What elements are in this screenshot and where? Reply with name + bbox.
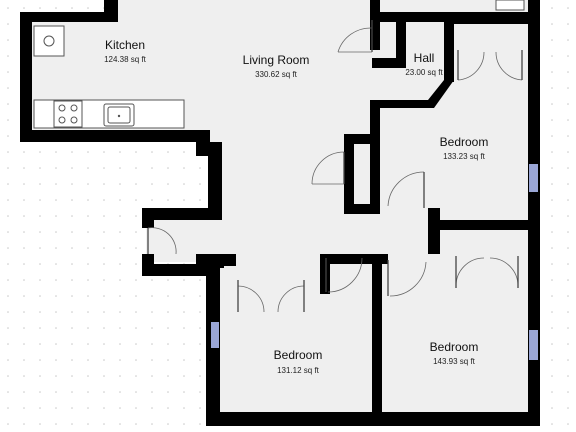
room-area-living: 330.62 sq ft [255,70,298,79]
room-area-bedroom-3: 143.93 sq ft [433,357,476,366]
stove-icon [53,100,83,128]
closet-doors-bedroom1 [457,50,523,81]
room-name-bedroom-2: Bedroom [274,348,323,362]
door-entry [147,227,177,255]
door-hall-living [337,20,373,53]
door-bedroom2 [325,257,363,293]
room-name-living: Living Room [243,53,310,67]
room-labels: Kitchen 124.38 sq ft Living Room 330.62 … [104,38,488,375]
washer-icon [33,25,65,57]
closet-doors-bedroom2 [237,280,305,313]
appliance-top-right [495,0,525,11]
kitchen-fixtures [33,25,185,129]
room-name-bedroom-3: Bedroom [430,340,479,354]
room-area-hall: 23.00 sq ft [405,68,443,77]
room-name-hall: Hall [414,51,435,65]
door-living-closet [311,151,345,185]
walls [20,0,540,426]
windows [211,164,538,360]
door-bedroom1 [387,171,425,208]
doors [147,20,523,313]
door-bedroom3 [387,260,427,297]
sink-icon [103,103,135,127]
room-area-bedroom-1: 133.23 sq ft [443,152,486,161]
closet-doors-bedroom3 [455,256,519,288]
room-name-kitchen: Kitchen [105,38,145,52]
room-area-bedroom-2: 131.12 sq ft [277,366,320,375]
room-name-bedroom-1: Bedroom [440,135,489,149]
room-area-kitchen: 124.38 sq ft [104,55,147,64]
